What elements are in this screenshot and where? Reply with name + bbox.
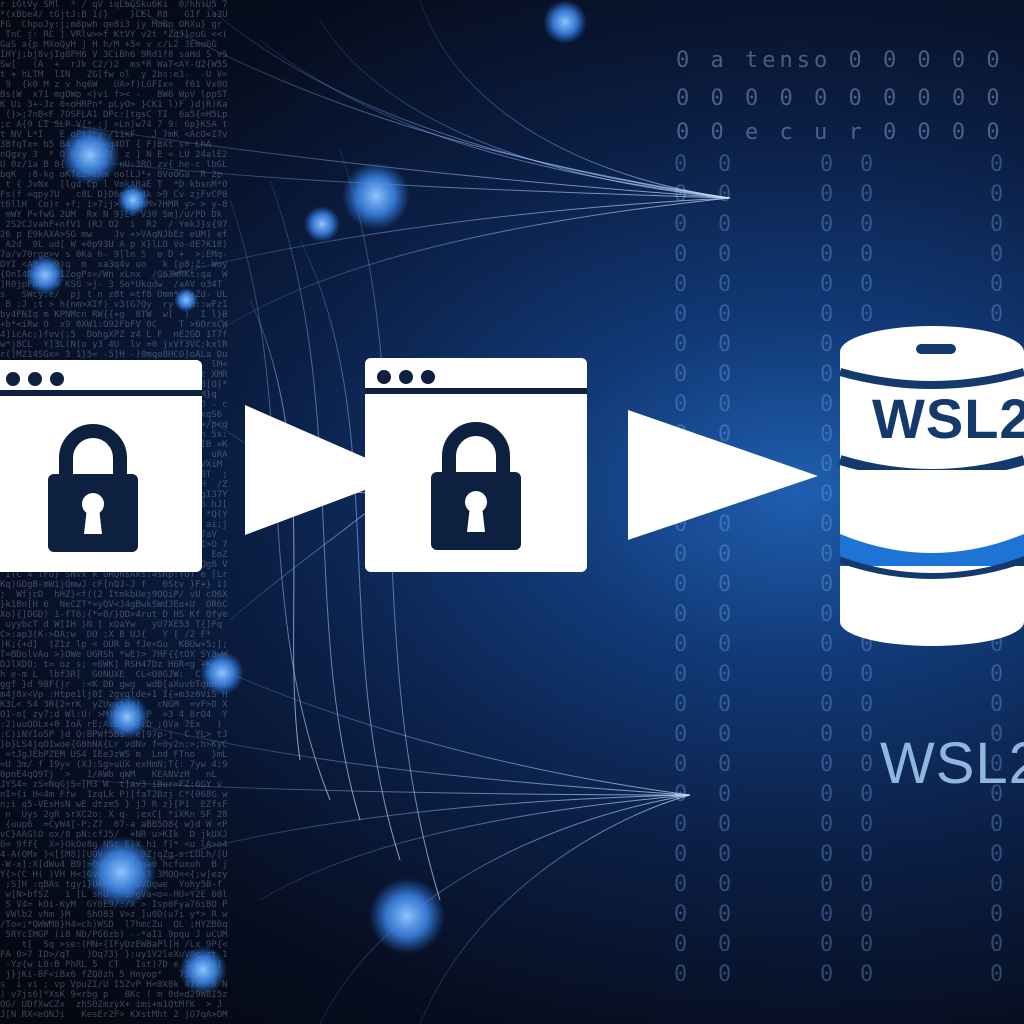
database-label: WSL2: [872, 387, 1024, 450]
database-icon: [838, 326, 1024, 646]
window-dot: [6, 372, 20, 386]
window-dot: [50, 372, 64, 386]
browser-window-icon: [0, 360, 202, 572]
window-dot: [28, 372, 42, 386]
code-line-3: 0 0 e c u r 0 0 0 0: [676, 120, 1004, 145]
arrow-right-icon: [628, 410, 818, 540]
wsl2-caption: WSL2: [880, 731, 1024, 796]
window-titlebar: [365, 358, 587, 394]
window-dot: [421, 370, 435, 384]
lock-icon: [48, 424, 138, 552]
code-line-1: 0 a tenso 0 0 0 0 0: [676, 48, 1004, 73]
browser-window-icon: [365, 358, 587, 572]
window-titlebar: [0, 360, 202, 396]
lock-icon: [431, 422, 521, 550]
code-line-2: 0 0 0 0 0 0 0 0 0 0: [676, 86, 1004, 111]
arrow-right-icon: [245, 405, 405, 535]
binary-column: 0 0 0 0 0 0 0 0 0 0 0 0 0 0 0 0 0 0 0 0 …: [820, 152, 834, 987]
window-dot: [399, 370, 413, 384]
window-dot: [377, 370, 391, 384]
